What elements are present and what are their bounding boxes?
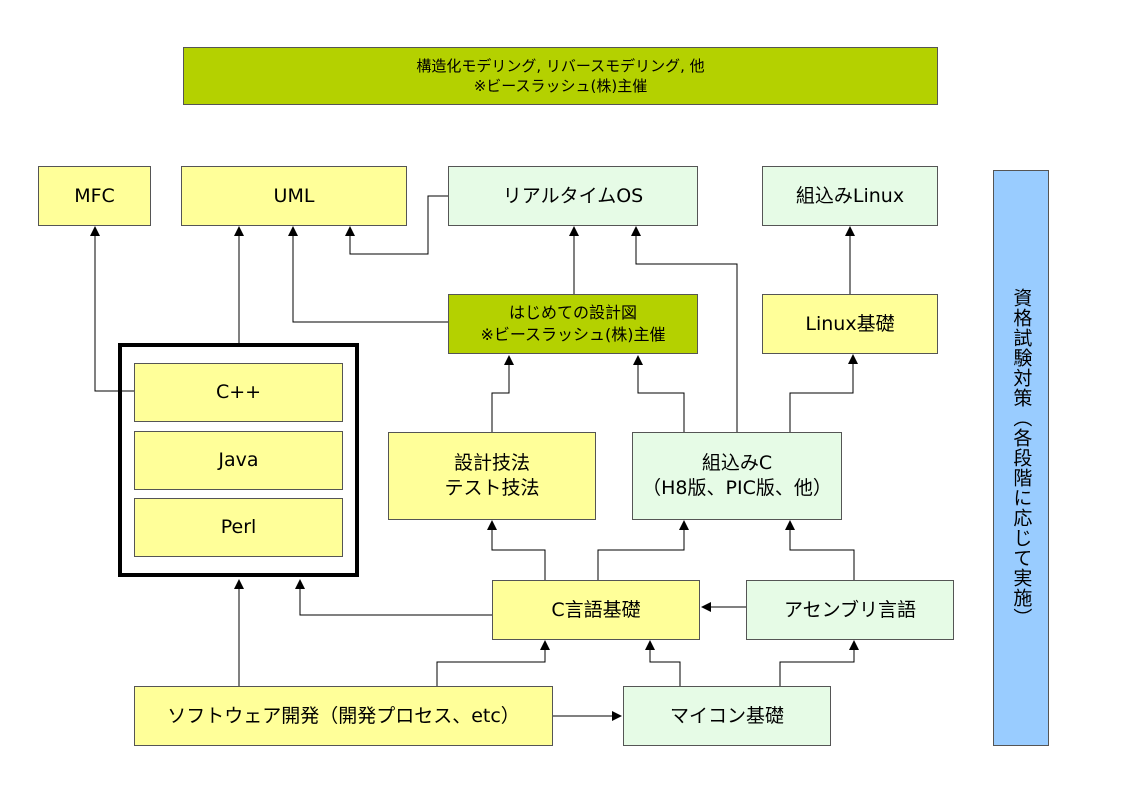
arrow-embedded-c-to-linux-basics [789, 354, 858, 432]
design-test-box: 設計技法 テスト技法 [388, 432, 596, 520]
certification-box: 資格試験対策（各段階に応じて実施） [993, 170, 1049, 746]
perl-box: Perl [134, 498, 343, 557]
arrow-c-basics-to-languages [295, 579, 492, 616]
linux-basics-label: Linux基礎 [805, 312, 895, 335]
first-design-title: はじめての設計図 [508, 303, 637, 323]
seminar-modeling-title: 構造化モデリング, リバースモデリング, 他 [416, 56, 705, 75]
rtos-box: リアルタイムOS [448, 166, 698, 226]
perl-label: Perl [220, 516, 257, 539]
microcontroller-label: マイコン基礎 [669, 704, 784, 727]
arrow-software-dev-to-c-basics [436, 640, 550, 686]
arrow-microcontroller-to-c-basics [645, 640, 681, 686]
arrow-design-test-to-first-design [491, 355, 514, 432]
c-basics-label: C言語基礎 [551, 598, 641, 621]
embedded-c-editions: （H8版、PIC版、他） [642, 477, 832, 499]
arrow-c-basics-to-embedded-c [597, 520, 689, 580]
programming-languages-group [118, 343, 359, 577]
assembly-label: アセンブリ言語 [783, 598, 917, 621]
arrow-c-basics-to-design-test [487, 520, 546, 580]
software-dev-label: ソフトウェア開発（開発プロセス、etc） [167, 704, 520, 727]
uml-box: UML [181, 166, 407, 226]
mfc-label: MFC [74, 184, 115, 207]
arrow-first-design-to-uml [288, 226, 448, 323]
uml-label: UML [273, 184, 315, 207]
rtos-label: リアルタイムOS [502, 184, 644, 207]
mfc-box: MFC [38, 166, 151, 226]
assembly-box: アセンブリ言語 [746, 580, 954, 640]
arrow-embedded-c-to-rtos [631, 226, 738, 432]
embedded-c-box: 組込みC （H8版、PIC版、他） [632, 432, 842, 520]
java-box: Java [134, 431, 343, 490]
c-basics-box: C言語基礎 [492, 580, 700, 640]
embedded-c-title: 組込みC [701, 452, 773, 475]
cpp-box: C++ [134, 363, 343, 422]
microcontroller-box: マイコン基礎 [623, 686, 831, 746]
linux-basics-box: Linux基礎 [762, 294, 938, 354]
arrow-microcontroller-to-assembly [779, 640, 859, 686]
certification-label: 資格試験対策（各段階に応じて実施） [1010, 288, 1033, 628]
java-label: Java [218, 449, 259, 472]
arrow-embedded-c-to-first-design [633, 355, 685, 432]
embedded-linux-box: 組込みLinux [762, 166, 938, 226]
software-dev-box: ソフトウェア開発（開発プロセス、etc） [134, 686, 553, 746]
first-design-box: はじめての設計図 ※ビースラッシュ(株)主催 [448, 294, 698, 354]
seminar-modeling-box: 構造化モデリング, リバースモデリング, 他 ※ビースラッシュ(株)主催 [183, 47, 938, 105]
arrow-rtos-to-uml [345, 195, 448, 255]
first-design-organizer: ※ビースラッシュ(株)主催 [480, 325, 666, 344]
seminar-modeling-organizer: ※ビースラッシュ(株)主催 [473, 77, 648, 95]
design-technique-label: 設計技法 [453, 452, 530, 475]
embedded-linux-label: 組込みLinux [795, 184, 905, 207]
arrow-assembly-to-embedded-c [785, 520, 855, 580]
cpp-label: C++ [215, 381, 262, 404]
test-technique-label: テスト技法 [444, 477, 540, 499]
